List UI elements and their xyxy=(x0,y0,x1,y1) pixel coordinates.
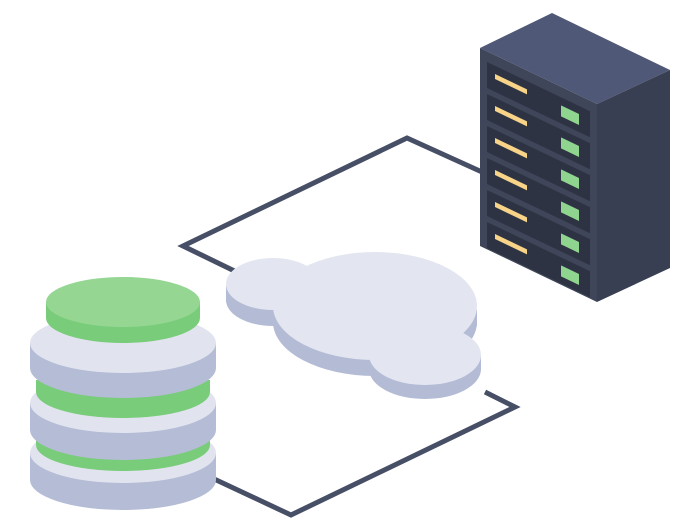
database-cap xyxy=(46,277,200,343)
server-status-bar xyxy=(495,234,527,255)
server-rack-icon xyxy=(480,13,670,302)
cloud-icon xyxy=(226,252,481,399)
connection-lines xyxy=(177,135,521,518)
server-slot xyxy=(487,190,590,266)
server-led xyxy=(561,105,579,126)
server-slot xyxy=(487,126,590,202)
server-status-bar xyxy=(495,74,527,95)
server-slot xyxy=(487,62,590,138)
server-led xyxy=(561,233,579,254)
server-status-bar xyxy=(495,170,527,191)
server-status-bar xyxy=(495,202,527,223)
server-led xyxy=(561,265,579,286)
connection-line-bottom xyxy=(210,389,521,518)
database-icon xyxy=(30,277,216,510)
server-led xyxy=(561,169,579,190)
server-status-bar xyxy=(495,138,527,159)
server-slot xyxy=(487,94,590,170)
server-status-bar xyxy=(495,106,527,127)
server-led xyxy=(561,137,579,158)
server-top-face xyxy=(480,13,670,104)
server-slot xyxy=(487,222,590,298)
connection-line-top xyxy=(177,135,484,283)
server-side-face xyxy=(597,70,670,302)
server-led xyxy=(561,201,579,222)
server-slot xyxy=(487,158,590,234)
cloud-top xyxy=(226,252,481,385)
server-slots xyxy=(487,62,590,298)
